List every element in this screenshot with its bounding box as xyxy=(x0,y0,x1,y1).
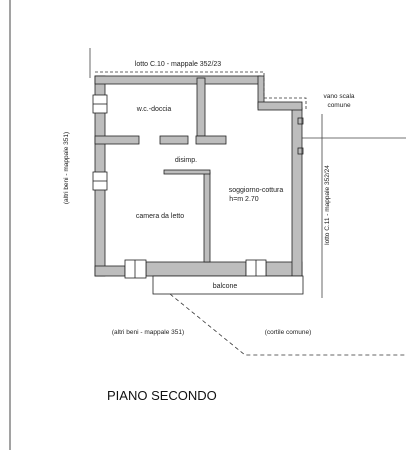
label-vano-scala-line1: vano scala xyxy=(323,93,354,100)
dashed-lot-line xyxy=(169,293,406,356)
label-vano-scala-line2: comune xyxy=(327,102,351,109)
label-altri-beni-bottom: (altri beni - mappale 351) xyxy=(112,329,184,336)
left-windows xyxy=(92,94,108,191)
label-height: h=m 2.70 xyxy=(229,196,258,203)
label-disimp: disimp. xyxy=(175,157,197,164)
label-altri-beni-left: (altri beni - mappale 351) xyxy=(63,132,70,204)
label-camera: camera da letto xyxy=(136,213,184,220)
label-soggiorno: soggiorno-cottura xyxy=(229,187,284,194)
bottom-windows xyxy=(124,259,267,279)
dashed-outline xyxy=(95,71,307,110)
label-lotto-north: lotto C.10 - mappale 352/23 xyxy=(135,61,221,68)
label-wc: w.c.-doccia xyxy=(136,106,172,113)
interior-walls xyxy=(94,77,227,263)
balcone-outline xyxy=(152,275,304,295)
label-cortile: (cortile comune) xyxy=(265,329,312,336)
label-lotto-right: lotto C.11 - mappale 352/24 xyxy=(324,165,331,245)
label-balcone: balcone xyxy=(213,283,238,290)
floor-title: PIANO SECONDO xyxy=(107,388,217,403)
wall-markers xyxy=(297,117,304,155)
